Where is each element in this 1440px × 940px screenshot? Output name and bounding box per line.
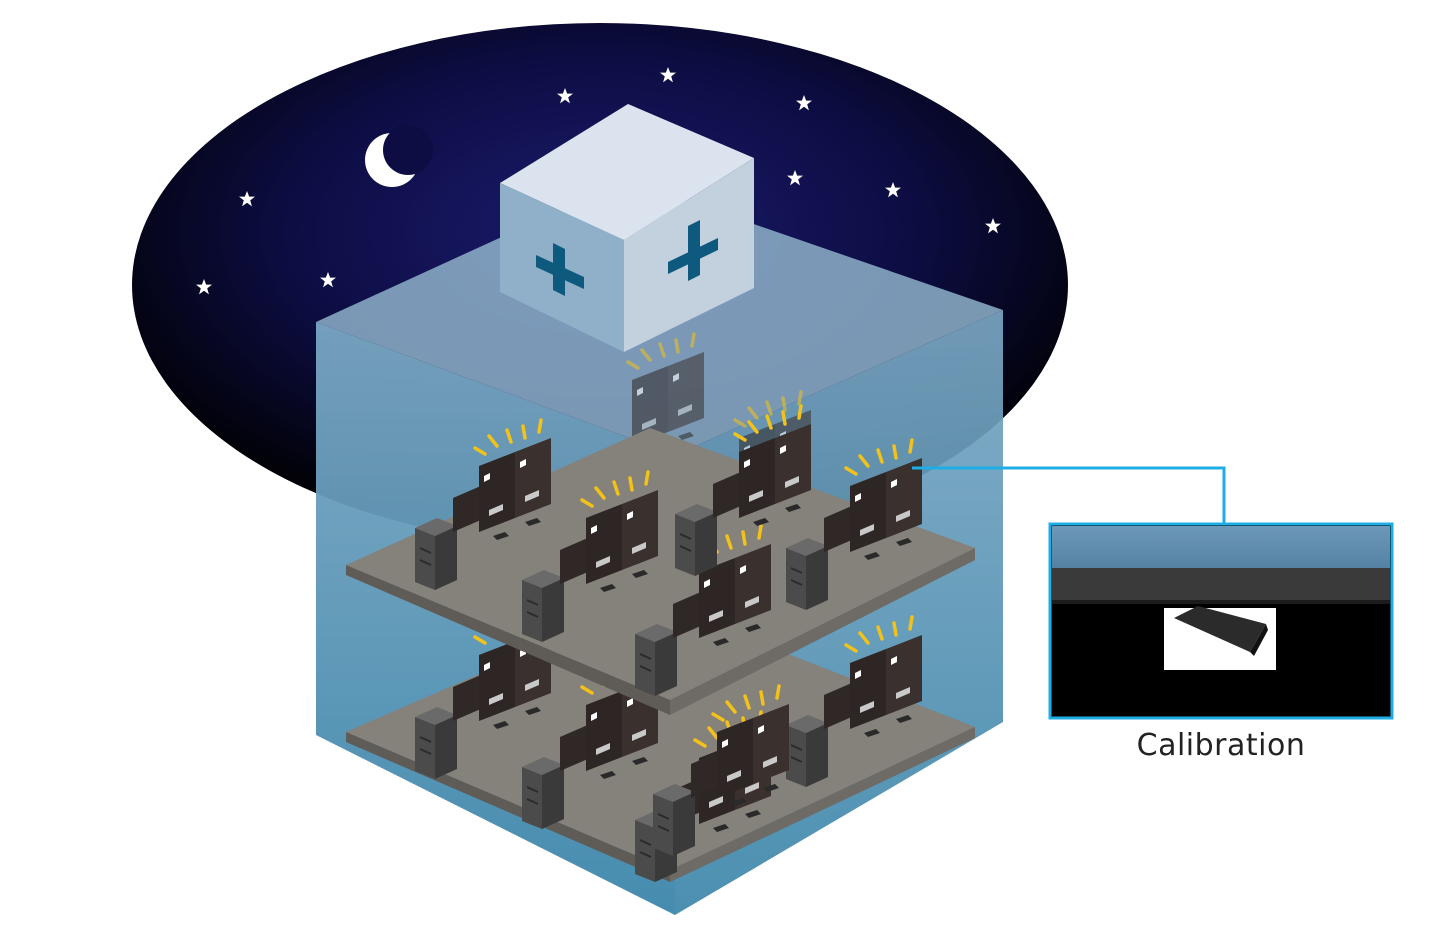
moon-icon — [365, 125, 433, 187]
inset-caption: Calibration — [1136, 728, 1306, 763]
medical-cross-icon — [668, 220, 718, 281]
calibration-inset — [1048, 522, 1394, 720]
medical-cross-icon — [536, 243, 584, 296]
calibration-sensor-icon — [1174, 606, 1268, 656]
callout-line — [912, 466, 1226, 524]
hospital-building — [500, 104, 754, 352]
